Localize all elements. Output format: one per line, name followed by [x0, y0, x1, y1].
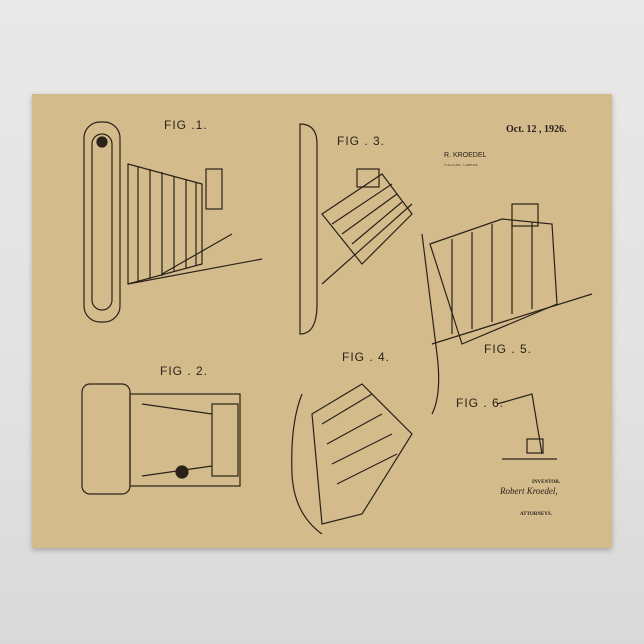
patent-poster: Oct. 12 , 1926. R. KROEDEL FOLDING CAMER…	[32, 94, 612, 548]
fig-5-drawing	[421, 203, 593, 415]
fig-4-drawing	[291, 383, 413, 535]
fig-2-drawing	[81, 383, 241, 495]
patent-date: Oct. 12 , 1926.	[506, 124, 567, 135]
fig-1-label: FIG .1.	[164, 118, 208, 132]
fig-6-label: FIG . 6.	[456, 396, 505, 410]
fig-1-drawing	[83, 121, 263, 323]
fig-3-drawing	[299, 123, 413, 335]
inventor-label: INVENTOR.	[532, 480, 561, 485]
attorneys-label: ATTORNEYS.	[520, 512, 552, 517]
fig-6-drawing	[496, 393, 557, 460]
inventor-signature: Robert Kroedel,	[500, 486, 558, 496]
fig-2-label: FIG . 2.	[160, 364, 209, 378]
fig-4-label: FIG . 4.	[342, 350, 391, 364]
inventor-header: R. KROEDEL	[444, 152, 487, 159]
patent-title: FOLDING CAMERA	[444, 164, 478, 168]
fig-3-label: FIG . 3.	[337, 134, 386, 148]
patent-drawings	[81, 121, 593, 535]
fig-5-label: FIG . 5.	[484, 342, 533, 356]
